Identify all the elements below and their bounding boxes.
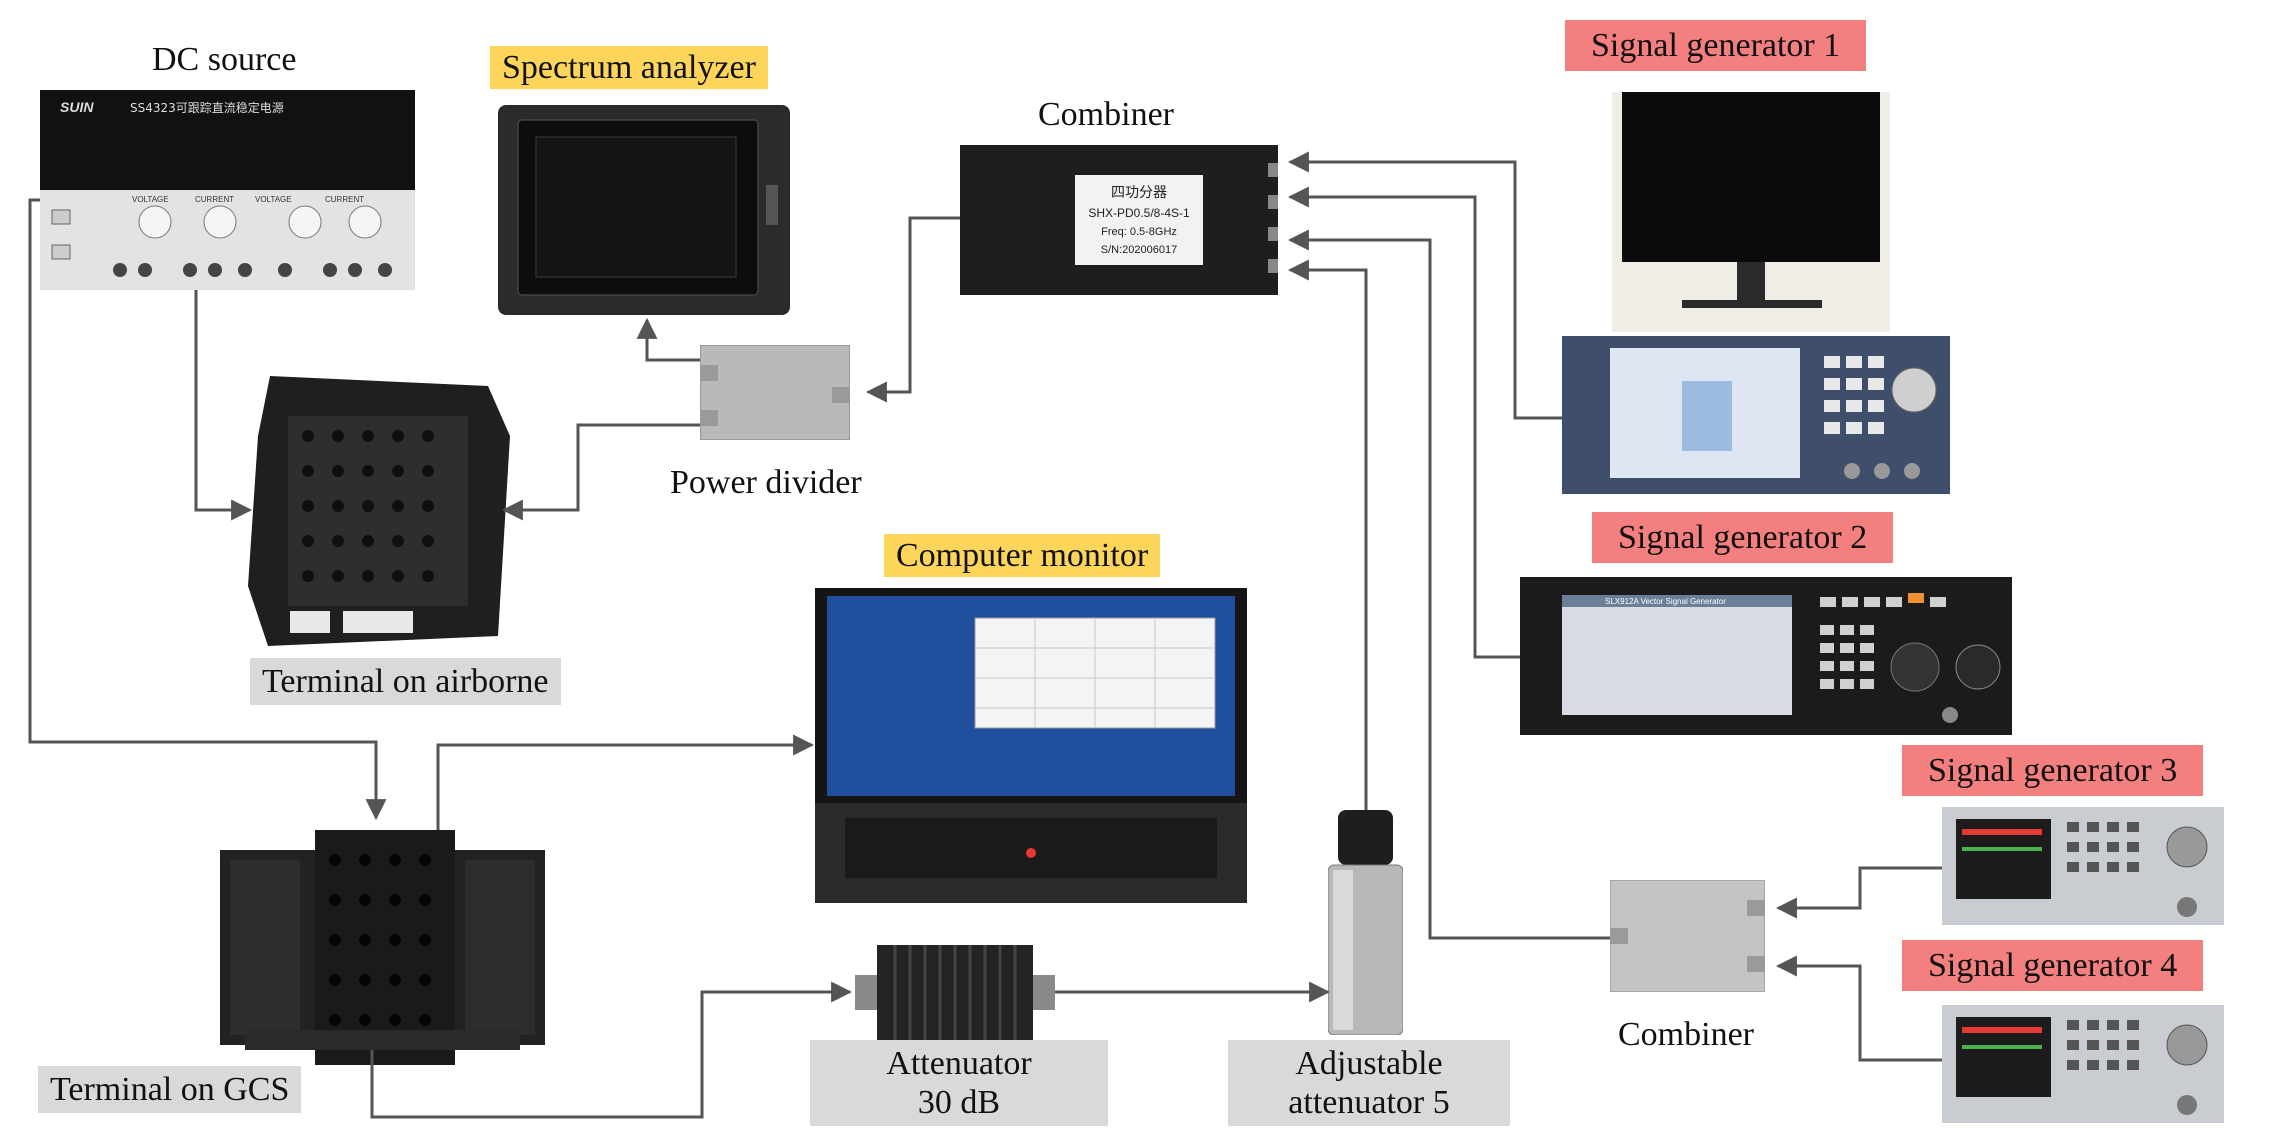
terminal-gcs-device [220,830,545,1065]
attenuator-label-line1: Attenuator [886,1045,1032,1082]
wire-sg4-to-combiner [1775,955,1942,1062]
power-divider-label: Power divider [670,464,862,501]
wire-divider-to-airborne [501,423,700,521]
signal-generator-4-device [1942,1005,2224,1123]
spectrum-analyzer-label: Spectrum analyzer [490,46,768,90]
power-divider-device [700,345,850,440]
svg-text:VOLTAGE: VOLTAGE [132,195,169,204]
signal-generator-1-label: Signal generator 1 [1565,20,1867,72]
terminal-airborne-label: Terminal on airborne [250,658,561,706]
signal-generator-3-label: Signal generator 3 [1902,745,2204,797]
attenuator-label: Attenuator 30 dB [810,1040,1108,1127]
svg-text:CURRENT: CURRENT [195,195,234,204]
combiner-bottom-device [1610,880,1765,992]
signal-generator-4-label: Signal generator 4 [1902,940,2204,992]
combiner-bottom-label: Combiner [1618,1016,1754,1053]
wire-divider-to-spectrum [636,317,700,362]
svg-text:SHX-PD0.5/8-4S-1: SHX-PD0.5/8-4S-1 [1088,206,1190,220]
wire-sg1-to-combiner [1287,151,1562,420]
signal-generator-1-device [1562,336,1950,494]
wire-gcs-to-computer [436,734,815,830]
svg-text:VOLTAGE: VOLTAGE [255,195,292,204]
svg-text:CURRENT: CURRENT [325,195,364,204]
wire-combiner-to-divider [865,216,960,403]
svg-text:SLX912A Vector Signal Generato: SLX912A Vector Signal Generator [1605,597,1726,606]
combiner-top-label: Combiner [1038,96,1174,133]
adjustable-label-line1: Adjustable [1295,1045,1443,1082]
wire-dc-to-gcs [28,198,387,821]
wire-adjustable-to-combiner [1287,259,1368,810]
wire-dc-to-airborne [194,290,253,521]
terminal-gcs-label: Terminal on GCS [38,1066,302,1114]
dc-source-label: DC source [152,41,297,78]
dc-model-text: SS4323可跟踪直流稳定电源 [130,100,284,115]
signal-generator-2-device: SLX912A Vector Signal Generator [1520,577,2012,735]
signal-generator-1-monitor [1612,92,1890,332]
adjustable-attenuator-label: Adjustable attenuator 5 [1228,1040,1510,1127]
combiner-top-device: 四功分器 SHX-PD0.5/8-4S-1 Freq: 0.5-8GHz S/N… [960,145,1278,295]
wire-sg2-to-combiner [1287,186,1520,659]
adjustable-attenuator-device [1328,810,1403,1035]
attenuator-label-line2: 30 dB [917,1084,1001,1122]
svg-text:Freq: 0.5-8GHz: Freq: 0.5-8GHz [1101,226,1177,238]
wire-sg3-to-combiner [1775,866,1942,919]
dc-source-device: SUIN SS4323可跟踪直流稳定电源 VOLTAGE CURRENT VOL… [40,90,415,290]
terminal-airborne-device [248,376,510,646]
computer-monitor-label: Computer monitor [884,534,1161,578]
wire-gcs-to-attenuator [370,981,853,1119]
signal-generator-3-device [1942,807,2224,925]
spectrum-analyzer-device [498,105,790,315]
adjustable-label-line2: attenuator 5 [1288,1084,1450,1122]
svg-text:S/N:202006017: S/N:202006017 [1101,244,1177,256]
signal-generator-2-label: Signal generator 2 [1592,512,1894,564]
attenuator-30db-device [855,945,1055,1040]
wire-combiner-bottom-to-top [1287,229,1610,940]
computer-monitor-device [815,588,1247,903]
svg-text:四功分器: 四功分器 [1111,185,1167,201]
dc-brand-text: SUIN [60,99,94,115]
